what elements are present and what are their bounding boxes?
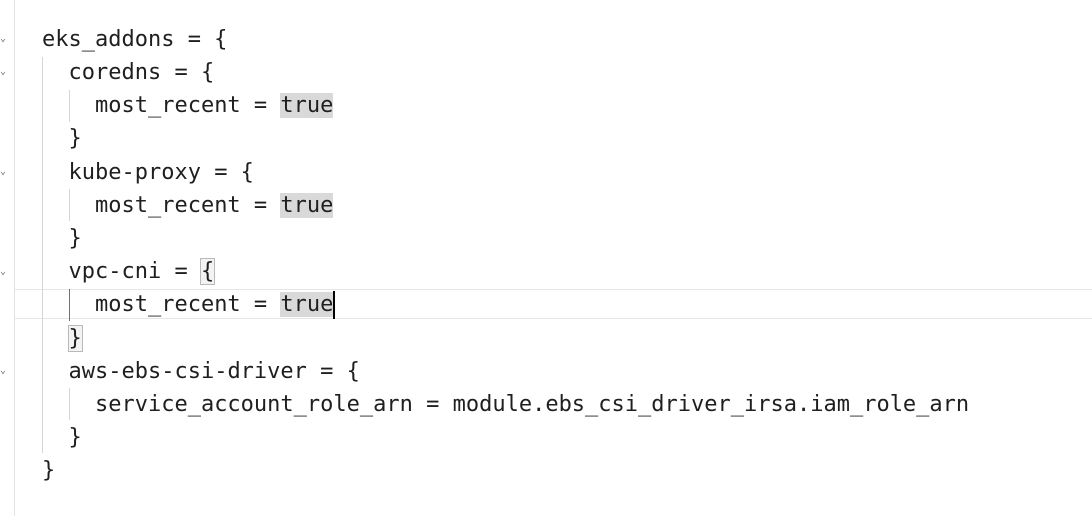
code-line[interactable]: eks_addons = { <box>42 27 228 52</box>
code-line[interactable]: aws-ebs-csi-driver = { <box>68 359 360 384</box>
indent-guide <box>69 90 70 122</box>
fold-chevron-icon[interactable]: ⌄ <box>0 166 7 177</box>
current-line-highlight <box>14 289 1092 319</box>
fold-chevron-icon[interactable]: ⌄ <box>0 33 7 44</box>
code-line[interactable]: } <box>42 322 83 355</box>
code-line[interactable]: } <box>68 126 82 151</box>
highlighted-true: true <box>280 193 334 218</box>
code-line[interactable]: kube-proxy = { <box>68 160 254 185</box>
code-line-current[interactable]: most_recent = true <box>94 291 336 319</box>
indent-guide <box>69 388 70 420</box>
gutter-border <box>14 0 15 516</box>
code-line[interactable]: vpc-cni = { <box>68 258 216 285</box>
fold-chevron-icon[interactable]: ⌄ <box>0 266 7 277</box>
code-line[interactable]: } <box>68 226 82 251</box>
indent-guide <box>42 57 43 453</box>
indent-guide-active <box>69 289 70 321</box>
code-line[interactable]: } <box>42 458 56 483</box>
fold-chevron-icon[interactable]: ⌄ <box>0 365 7 376</box>
highlighted-true: true <box>280 292 334 317</box>
text-cursor <box>333 291 336 319</box>
fold-chevron-icon[interactable]: ⌄ <box>0 66 7 77</box>
code-line[interactable]: } <box>68 425 82 450</box>
highlighted-true: true <box>280 93 334 118</box>
code-line[interactable]: service_account_role_arn = module.ebs_cs… <box>94 392 970 417</box>
matching-bracket: } <box>67 325 83 352</box>
code-line[interactable]: most_recent = true <box>94 93 334 118</box>
code-line[interactable]: coredns = { <box>68 60 215 85</box>
matching-bracket: { <box>199 258 216 285</box>
indent-guide <box>69 189 70 221</box>
code-line[interactable]: most_recent = true <box>94 193 334 218</box>
